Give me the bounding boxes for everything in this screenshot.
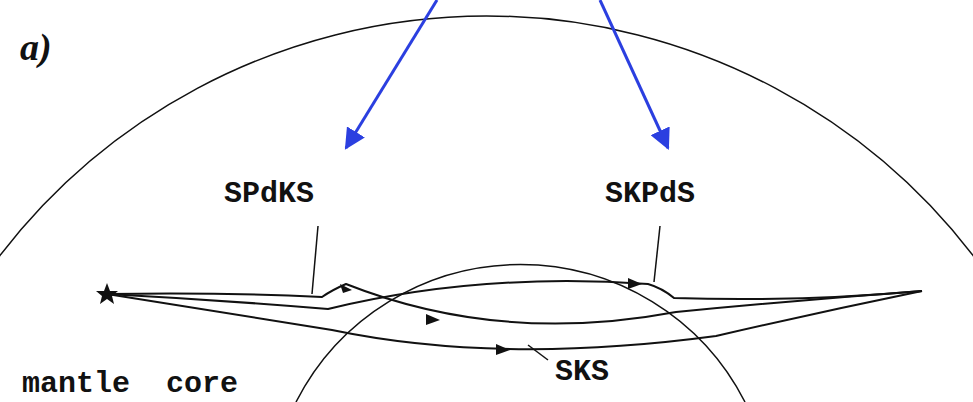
region-label: mantle xyxy=(20,368,132,400)
earth-surface xyxy=(0,16,973,262)
sks-ray xyxy=(107,291,922,349)
pointer-arrow xyxy=(346,0,437,148)
direction-arrow xyxy=(628,278,642,289)
pointer-arrow xyxy=(600,0,668,148)
direction-arrow xyxy=(426,314,440,325)
phase-label: SKPdS xyxy=(603,178,697,210)
leader-line xyxy=(654,226,660,282)
leader-line xyxy=(528,345,548,360)
direction-arrow xyxy=(340,284,352,293)
region-label: core xyxy=(164,368,240,400)
phase-label: SKS xyxy=(553,356,611,388)
core-boundary xyxy=(296,264,745,402)
phase-label: SPdKS xyxy=(222,178,316,210)
leader-line xyxy=(312,226,318,294)
direction-arrow xyxy=(496,344,510,355)
figure-label: a) xyxy=(18,28,54,66)
skpds-ray xyxy=(107,281,922,309)
